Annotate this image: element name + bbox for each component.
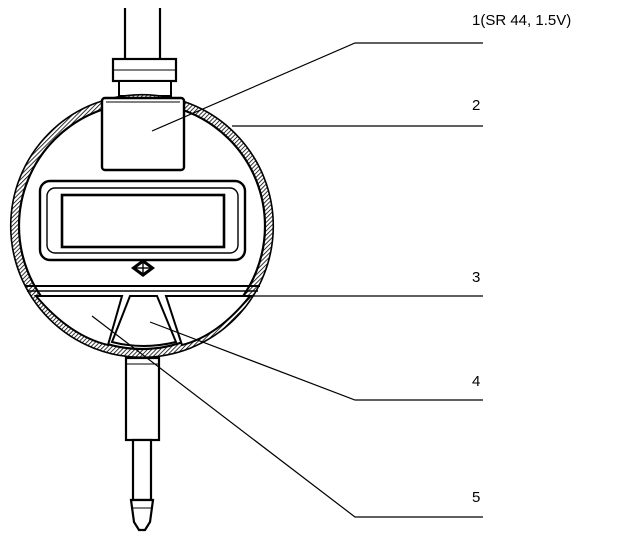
callout-5-label: 5 — [472, 489, 480, 506]
lcd-display — [38, 179, 247, 262]
callout-1-label: 1(SR 44, 1.5V) — [472, 12, 571, 29]
callout-3-label: 3 — [472, 269, 480, 286]
leader-lines — [91, 42, 483, 518]
button-center — [110, 295, 178, 347]
face-divider — [25, 285, 260, 292]
leader-1 — [151, 42, 483, 132]
lower-stem — [124, 356, 161, 532]
leader-5 — [91, 315, 483, 518]
button-left — [33, 295, 124, 347]
callout-4-label: 4 — [472, 373, 480, 390]
leader-4 — [149, 321, 483, 401]
callout-2-label: 2 — [472, 97, 480, 114]
upper-stem — [111, 8, 178, 97]
brand-logo-icon — [131, 259, 155, 277]
callout-labels: 1(SR 44, 1.5V) 2 3 4 5 — [472, 12, 571, 506]
button-right — [164, 295, 253, 347]
battery-cover — [100, 96, 186, 172]
